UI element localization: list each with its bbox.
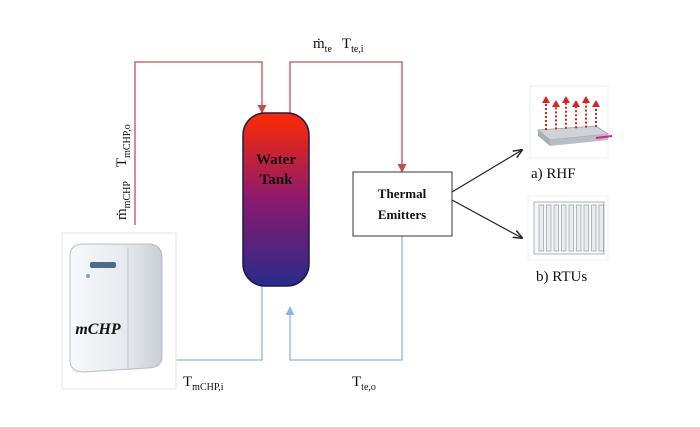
- thermal-emitters-box: Thermal Emitters: [352, 171, 453, 237]
- emitter-return-label: Tte,o: [352, 374, 376, 393]
- radiator-fin: [591, 204, 597, 252]
- emitter-supply-pipe: [289, 61, 407, 173]
- te-out-T-sub: te,o: [361, 382, 376, 393]
- mchp-outlet-label: ṁmCHP TmCHP,o: [114, 124, 133, 220]
- radiator-fin: [576, 204, 582, 252]
- heat-arrow-head: [552, 100, 560, 107]
- radiator-fin: [553, 204, 559, 252]
- tank-label-line1: Water: [256, 152, 296, 168]
- mchp-in-T: T: [183, 374, 192, 390]
- radiator-fin: [598, 204, 604, 252]
- emitter-return-pipe: [285, 236, 403, 361]
- rhf-label: a) RHF: [531, 166, 576, 182]
- water-tank: Water Tank: [242, 112, 310, 287]
- heat-arrow-head: [572, 100, 580, 107]
- radiator-fin: [561, 204, 567, 252]
- radiator-fin: [546, 204, 552, 252]
- te-mdot-sub: te: [325, 44, 333, 55]
- svg-text:ṁmCHPTmCHP,o: ṁmCHP TmCHP,o: [114, 124, 133, 220]
- heat-arrow-head: [582, 96, 590, 103]
- heat-arrow-head: [542, 96, 550, 103]
- emitters-label-line1: Thermal: [378, 186, 427, 201]
- radiator-fin: [568, 204, 574, 252]
- heat-arrow-head: [592, 100, 600, 107]
- te-out-T: T: [352, 374, 361, 390]
- radiator-icon: [527, 195, 609, 261]
- mchp-in-T-sub: mCHP,i: [192, 382, 224, 393]
- heat-arrow-head: [562, 96, 570, 103]
- radiator-fin: [538, 204, 544, 252]
- radiant-floor-icon: [529, 85, 613, 159]
- radiator-fin: [583, 204, 589, 252]
- emitter-supply-label: ṁte Tte,i: [313, 36, 364, 55]
- mchp-out-mdot: ṁ: [114, 208, 130, 220]
- arrow-to-rhf: [451, 150, 522, 193]
- mchp-unit-icon: mCHP: [61, 232, 177, 390]
- mchp-out-T-sub: mCHP,o: [122, 124, 133, 158]
- te-T: T: [342, 36, 351, 52]
- mchp-out-T: T: [114, 158, 130, 167]
- tank-label-line2: Tank: [260, 172, 293, 188]
- rtus-label: b) RTUs: [536, 269, 587, 285]
- te-T-sub: te,i: [351, 44, 364, 55]
- mchp-label: mCHP: [75, 321, 121, 338]
- mchp-out-mdot-sub: mCHP: [122, 181, 133, 209]
- emitters-label-line2: Emitters: [378, 207, 426, 222]
- mchp-supply-pipe: [134, 61, 267, 225]
- mchp-return-pipe: [161, 285, 263, 365]
- arrow-to-rtus: [451, 199, 522, 238]
- te-mdot: ṁ: [313, 36, 325, 52]
- mchp-inlet-label: TmCHP,i: [183, 374, 224, 393]
